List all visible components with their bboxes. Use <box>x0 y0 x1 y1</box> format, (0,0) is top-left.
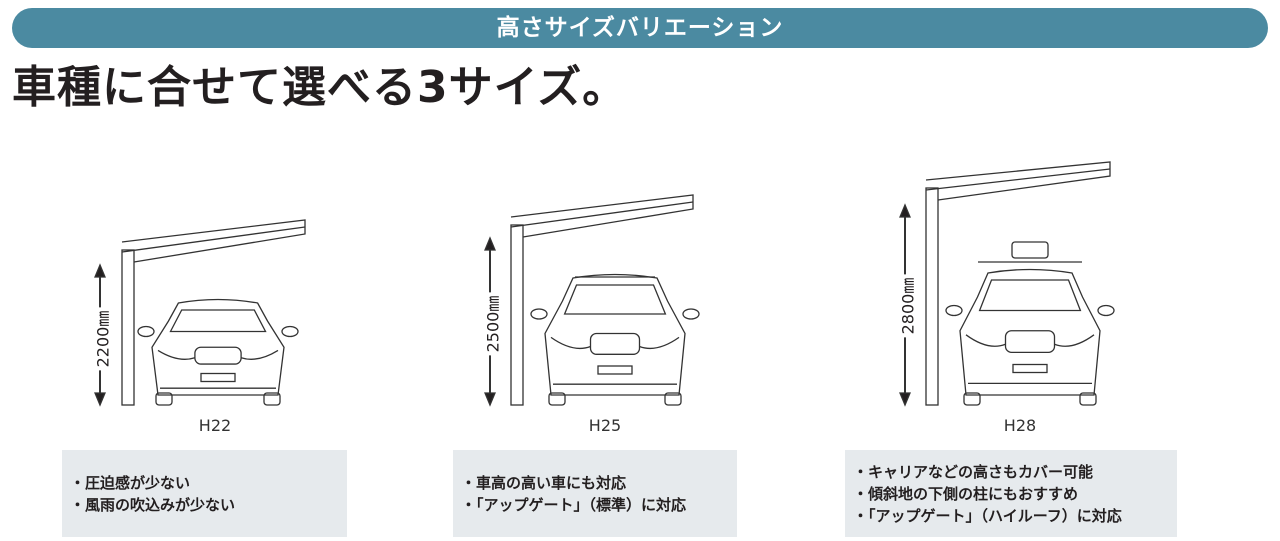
car-windshield <box>978 279 1082 312</box>
car-windshield <box>169 309 267 333</box>
height-label-h25: 2500㎜ <box>479 292 504 356</box>
side-mirror <box>530 308 548 320</box>
feature-item: ・「アップゲート」（ハイルーフ）に対応 <box>853 506 1122 525</box>
carport-post <box>121 249 135 406</box>
feature-item: ・キャリアなどの高さもカバー可能 <box>853 462 1094 481</box>
arrow-up-icon <box>94 263 106 278</box>
tire-right <box>664 392 682 406</box>
license-plate <box>200 372 236 383</box>
carport-roof <box>121 219 306 263</box>
carport-roof-edge <box>121 226 306 253</box>
arrow-up-icon <box>484 236 496 251</box>
side-mirror <box>1097 304 1115 317</box>
tire-right <box>1079 392 1097 406</box>
car-body <box>151 298 285 396</box>
side-mirror <box>945 304 963 317</box>
headlight-left <box>157 349 196 360</box>
tire-left <box>963 392 981 406</box>
arrow-down-icon <box>484 392 496 407</box>
headlight-right <box>240 349 279 360</box>
roof-carrier-box <box>1011 241 1049 259</box>
side-mirror <box>137 325 155 338</box>
feature-item: ・圧迫感が少ない <box>70 473 191 492</box>
height-label-h22: 2200㎜ <box>89 307 114 371</box>
license-plate <box>597 365 633 375</box>
feature-box-h22: ・圧迫感が少ない ・風雨の吹込みが少ない <box>62 450 347 537</box>
feature-box-h28: ・キャリアなどの高さもカバー可能 ・傾斜地の下側の柱にもおすすめ ・「アップゲー… <box>845 450 1177 537</box>
height-label-h28: 2800㎜ <box>894 274 919 338</box>
headlight-left <box>550 336 591 350</box>
carport-roof <box>510 194 694 238</box>
car-body <box>959 268 1101 396</box>
car-grille <box>194 346 242 365</box>
tire-left <box>548 392 566 406</box>
arrow-down-icon <box>899 392 911 407</box>
headlight-left <box>965 334 1006 347</box>
side-mirror <box>281 325 299 338</box>
license-plate <box>1012 363 1048 374</box>
carport-post <box>510 224 524 406</box>
headlight-right <box>639 336 680 350</box>
feature-item: ・風雨の吹込みが少ない <box>70 495 236 514</box>
headlight-right <box>1054 334 1095 347</box>
car-grille <box>589 332 641 355</box>
model-label-h28: H28 <box>1003 416 1037 435</box>
carport-post <box>925 187 939 406</box>
page-heading: 車種に合せて選べる3サイズ。 <box>12 62 628 113</box>
tire-right <box>263 392 281 406</box>
feature-item: ・傾斜地の下側の柱にもおすすめ <box>853 484 1079 503</box>
arrow-up-icon <box>899 203 911 218</box>
car-grille <box>1004 330 1056 354</box>
side-mirror <box>682 308 700 320</box>
arrow-down-icon <box>94 392 106 407</box>
tire-left <box>155 392 173 406</box>
section-banner: 高さサイズバリエーション <box>12 8 1268 48</box>
carport-roof-edge <box>510 201 694 228</box>
car-body <box>544 273 686 396</box>
carport-roof <box>925 161 1111 201</box>
car-windshield <box>563 284 667 315</box>
feature-item: ・「アップゲート」（標準）に対応 <box>461 495 687 514</box>
carport-roof-edge <box>925 168 1111 191</box>
model-label-h25: H25 <box>588 416 622 435</box>
model-label-h22: H22 <box>198 416 232 435</box>
feature-item: ・車高の高い車にも対応 <box>461 473 627 492</box>
feature-box-h25: ・車高の高い車にも対応 ・「アップゲート」（標準）に対応 <box>453 450 737 537</box>
